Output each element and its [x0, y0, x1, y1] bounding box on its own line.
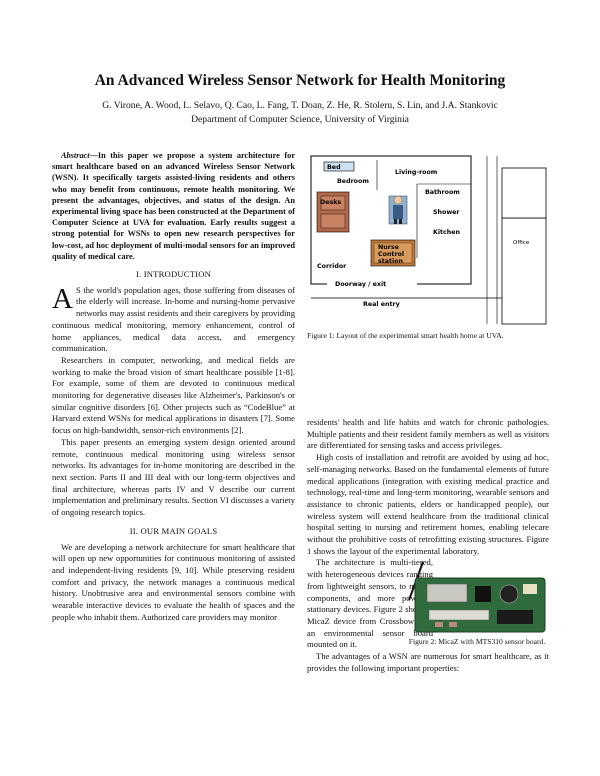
figure-1-caption: Figure 1: Layout of the experimental sma…	[307, 331, 504, 340]
paper-title: An Advanced Wireless Sensor Network for …	[94, 72, 506, 89]
author-block: G. Virone, A. Wood, L. Selavo, Q. Cao, L…	[40, 99, 560, 127]
bed-label: Bed	[327, 164, 341, 171]
right-column: residents' health and life habits and wa…	[307, 417, 549, 674]
figure-2-caption: Figure 2: MicaZ with MTS310 sensor board…	[408, 637, 546, 646]
doorway-label: Doorway / exit	[335, 281, 386, 288]
right-paragraph-4: The advantages of a WSN are numerous for…	[307, 651, 549, 673]
station-label: station	[378, 258, 403, 265]
abstract: Abstract—In this paper we propose a syst…	[52, 151, 295, 261]
section-heading-introduction: I. INTRODUCTION	[135, 269, 212, 280]
bed-shape	[323, 161, 355, 172]
left-column: Abstract—In this paper we propose a syst…	[52, 150, 295, 623]
affiliation: Department of Computer Science, Universi…	[191, 114, 409, 125]
office-outline	[501, 217, 547, 325]
right-paragraph-1: residents' health and life habits and wa…	[307, 417, 549, 451]
right-paragraph-3: The architecture is multi-tiered, with h…	[307, 557, 549, 651]
intro-paragraph-3: This paper presents an emerging system d…	[52, 436, 295, 518]
control-label: Control	[378, 251, 404, 258]
office-label: Office	[513, 240, 530, 246]
right-paragraph-3-text: The architecture is multi-tiered, with h…	[307, 557, 433, 650]
author-list: G. Virone, A. Wood, L. Selavo, Q. Cao, L…	[102, 100, 498, 111]
drop-cap: A	[52, 282, 73, 315]
corridor-label: Corridor	[317, 263, 347, 270]
real-entry-label: Real entry	[363, 301, 400, 308]
right-paragraph-2: High costs of installation and retrofit …	[307, 452, 549, 556]
intro-paragraph-2: Researchers in computer, networking, and…	[52, 354, 295, 436]
person-icon	[388, 195, 408, 225]
goals-paragraph-1: We are developing a network architecture…	[52, 541, 295, 622]
bathroom-label: Bathroom	[425, 189, 460, 196]
shower-label: Shower	[433, 209, 460, 216]
nurse-label: Nurse	[378, 244, 399, 251]
desks-label: Desks	[320, 199, 341, 206]
figure-2-micaz-photo	[405, 560, 553, 642]
abstract-label: Abstract	[61, 151, 90, 160]
living-room-label: Living-room	[395, 169, 438, 176]
kitchen-label: Kitchen	[433, 229, 460, 236]
abstract-text: In this paper we propose a system archit…	[52, 151, 295, 261]
section-heading-goals: II. OUR MAIN GOALS	[129, 525, 218, 536]
bedroom-label: Bedroom	[337, 178, 369, 185]
figure-1-floorplan: Bed Bedroom Living-room Bathroom Shower …	[307, 148, 549, 328]
intro-paragraph-1-text: S the world's population ages, those suf…	[52, 284, 295, 354]
